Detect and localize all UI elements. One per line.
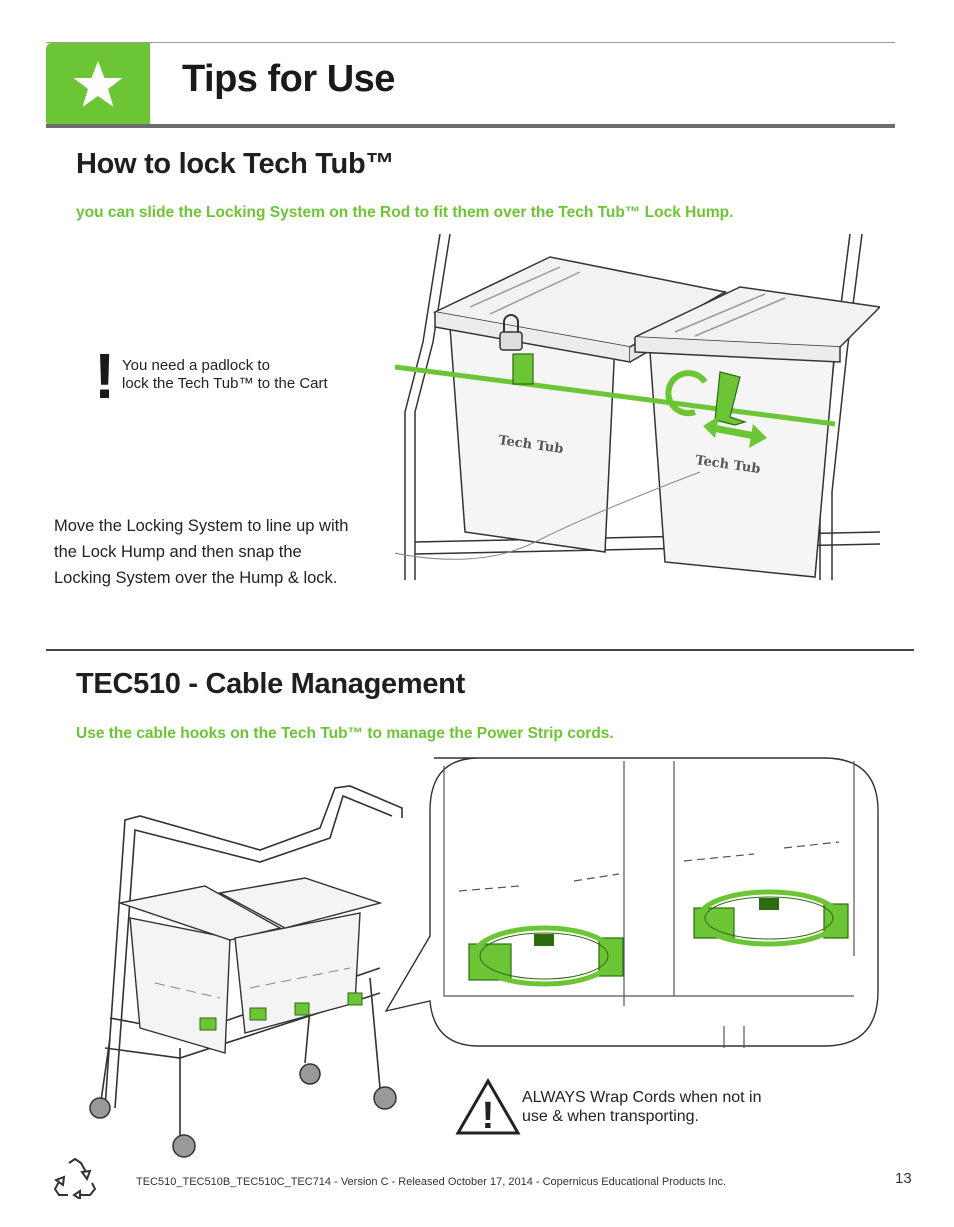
lock-instruction-text: Move the Locking System to line up with … (54, 513, 399, 591)
section-heading-lock: How to lock Tech Tub™ (76, 148, 395, 180)
wrap-cords-warning-line: use & when transporting. (522, 1108, 699, 1125)
footer-text: TEC510_TEC510B_TEC510C_TEC714 - Version … (136, 1176, 727, 1188)
section-subheading-lock: you can slide the Locking System on the … (76, 204, 734, 221)
instruction-line: Move the Locking System to line up with (54, 517, 349, 535)
header-icon-box (46, 43, 150, 127)
slide-arrow-icon (703, 416, 767, 448)
wheel-icon (89, 1063, 397, 1158)
rotate-arrow-icon (665, 370, 708, 417)
page-number: 13 (895, 1170, 912, 1187)
recycle-icon (53, 1157, 97, 1199)
padlock-icon (499, 314, 523, 351)
locking-clip-left (512, 353, 534, 385)
warning-exclamation-icon: ! (94, 340, 116, 412)
lock-illustration: Tech Tub Tech Tub (395, 233, 880, 580)
locking-rod (395, 364, 836, 427)
cable-hook-right (693, 889, 849, 947)
wrap-cords-warning-line: ALWAYS Wrap Cords when not in (522, 1089, 762, 1106)
cable-hook-left (468, 925, 624, 987)
section-heading-cable: TEC510 - Cable Management (76, 668, 465, 700)
padlock-warning-line: lock the Tech Tub™ to the Cart (122, 375, 328, 392)
header-bottom-rule (46, 124, 895, 128)
padlock-warning-text: You need a padlock to lock the Tech Tub™… (122, 357, 328, 393)
instruction-line: Locking System over the Hump & lock. (54, 569, 338, 587)
instruction-line: the Lock Hump and then snap the (54, 543, 302, 561)
star-icon (73, 61, 123, 107)
warning-triangle-mark: ! (482, 1095, 495, 1136)
warning-triangle-icon: ! (455, 1078, 521, 1136)
wrap-cords-warning-text: ALWAYS Wrap Cords when not in use & when… (522, 1088, 812, 1126)
cart-illustration (89, 785, 403, 1158)
page-title: Tips for Use (182, 58, 395, 100)
section-divider (46, 649, 914, 651)
padlock-warning-line: You need a padlock to (122, 357, 270, 374)
section-subheading-cable: Use the cable hooks on the Tech Tub™ to … (76, 725, 614, 742)
cable-detail-callout (384, 757, 879, 1048)
header-top-rule (46, 42, 895, 43)
